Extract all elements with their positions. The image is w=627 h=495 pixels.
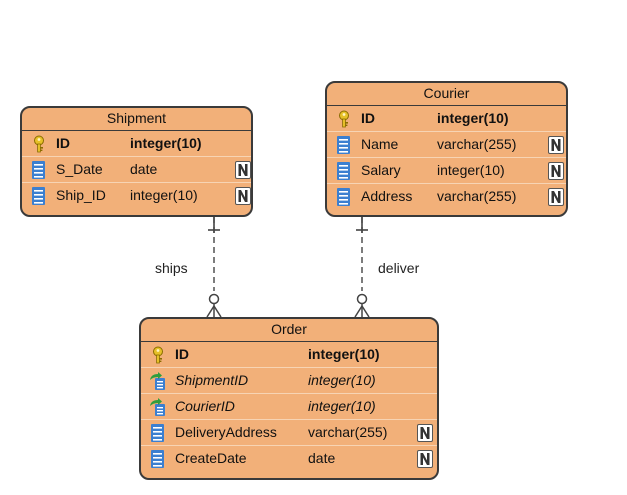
- nullable-icon: [417, 424, 433, 442]
- crows-foot-left: [206, 305, 215, 318]
- column-name: Salary: [361, 162, 401, 178]
- column-row[interactable]: S_Date date: [22, 157, 251, 183]
- column-type: integer(10): [437, 110, 509, 126]
- column-name: DeliveryAddress: [175, 424, 277, 440]
- column-icon: [335, 136, 353, 154]
- column-type: date: [308, 450, 336, 466]
- column-icon: [30, 187, 48, 205]
- primary-key-icon: [149, 346, 167, 364]
- foreign-key-icon: [149, 372, 167, 390]
- column-row[interactable]: Salary integer(10): [327, 158, 566, 184]
- primary-key-icon: [335, 110, 353, 128]
- column-name: CreateDate: [175, 450, 247, 466]
- column-type: varchar(255): [437, 188, 517, 204]
- column-list: ID integer(10) Name varchar(255) Salary integ…: [327, 106, 566, 209]
- entity-order[interactable]: Order ID integer(10) ShipmentID integer(10)…: [139, 317, 439, 480]
- column-row[interactable]: Name varchar(255): [327, 132, 566, 158]
- column-type: date: [130, 161, 158, 177]
- column-type: integer(10): [130, 135, 202, 151]
- column-row[interactable]: ID integer(10): [141, 342, 437, 368]
- cardinality-zero-marker: [208, 293, 220, 305]
- entity-title: Order: [141, 319, 437, 342]
- entity-title: Shipment: [22, 108, 251, 131]
- column-name: CourierID: [175, 398, 235, 414]
- column-icon: [335, 188, 353, 206]
- column-icon: [149, 424, 167, 442]
- column-row[interactable]: CourierID integer(10): [141, 394, 437, 420]
- nullable-icon: [548, 162, 564, 180]
- cardinality-zero-marker: [356, 293, 368, 305]
- column-icon: [149, 450, 167, 468]
- column-icon: [30, 161, 48, 179]
- column-name: ID: [361, 110, 375, 126]
- column-type: varchar(255): [437, 136, 517, 152]
- nullable-icon: [235, 187, 251, 205]
- crows-foot-right: [213, 305, 222, 318]
- column-name: Name: [361, 136, 399, 152]
- nullable-icon: [548, 188, 564, 206]
- column-row[interactable]: ShipmentID integer(10): [141, 368, 437, 394]
- column-type: varchar(255): [308, 424, 388, 440]
- column-name: Address: [361, 188, 413, 204]
- nullable-icon: [548, 136, 564, 154]
- nullable-icon: [417, 450, 433, 468]
- column-row[interactable]: Address varchar(255): [327, 184, 566, 209]
- column-icon: [335, 162, 353, 180]
- foreign-key-icon: [149, 398, 167, 416]
- relationship-label-deliver: deliver: [378, 260, 420, 276]
- column-name: S_Date: [56, 161, 103, 177]
- column-name: ID: [56, 135, 70, 151]
- relationship-label-ships: ships: [155, 260, 188, 276]
- entity-title: Courier: [327, 83, 566, 106]
- column-type: integer(10): [437, 162, 505, 178]
- nullable-icon: [235, 161, 251, 179]
- column-type: integer(10): [130, 187, 198, 203]
- crows-foot-right: [361, 305, 370, 318]
- column-name: Ship_ID: [56, 187, 106, 203]
- column-name: ShipmentID: [175, 372, 249, 388]
- column-name: ID: [175, 346, 189, 362]
- column-type: integer(10): [308, 398, 376, 414]
- entity-courier[interactable]: Courier ID integer(10) Name varchar(255) Sal…: [325, 81, 568, 217]
- column-row[interactable]: ID integer(10): [327, 106, 566, 132]
- column-row[interactable]: CreateDate date: [141, 446, 437, 471]
- column-type: integer(10): [308, 346, 380, 362]
- column-row[interactable]: DeliveryAddress varchar(255): [141, 420, 437, 446]
- column-row[interactable]: Ship_ID integer(10): [22, 183, 251, 208]
- column-type: integer(10): [308, 372, 376, 388]
- primary-key-icon: [30, 135, 48, 153]
- crows-foot-left: [354, 305, 363, 318]
- column-row[interactable]: ID integer(10): [22, 131, 251, 157]
